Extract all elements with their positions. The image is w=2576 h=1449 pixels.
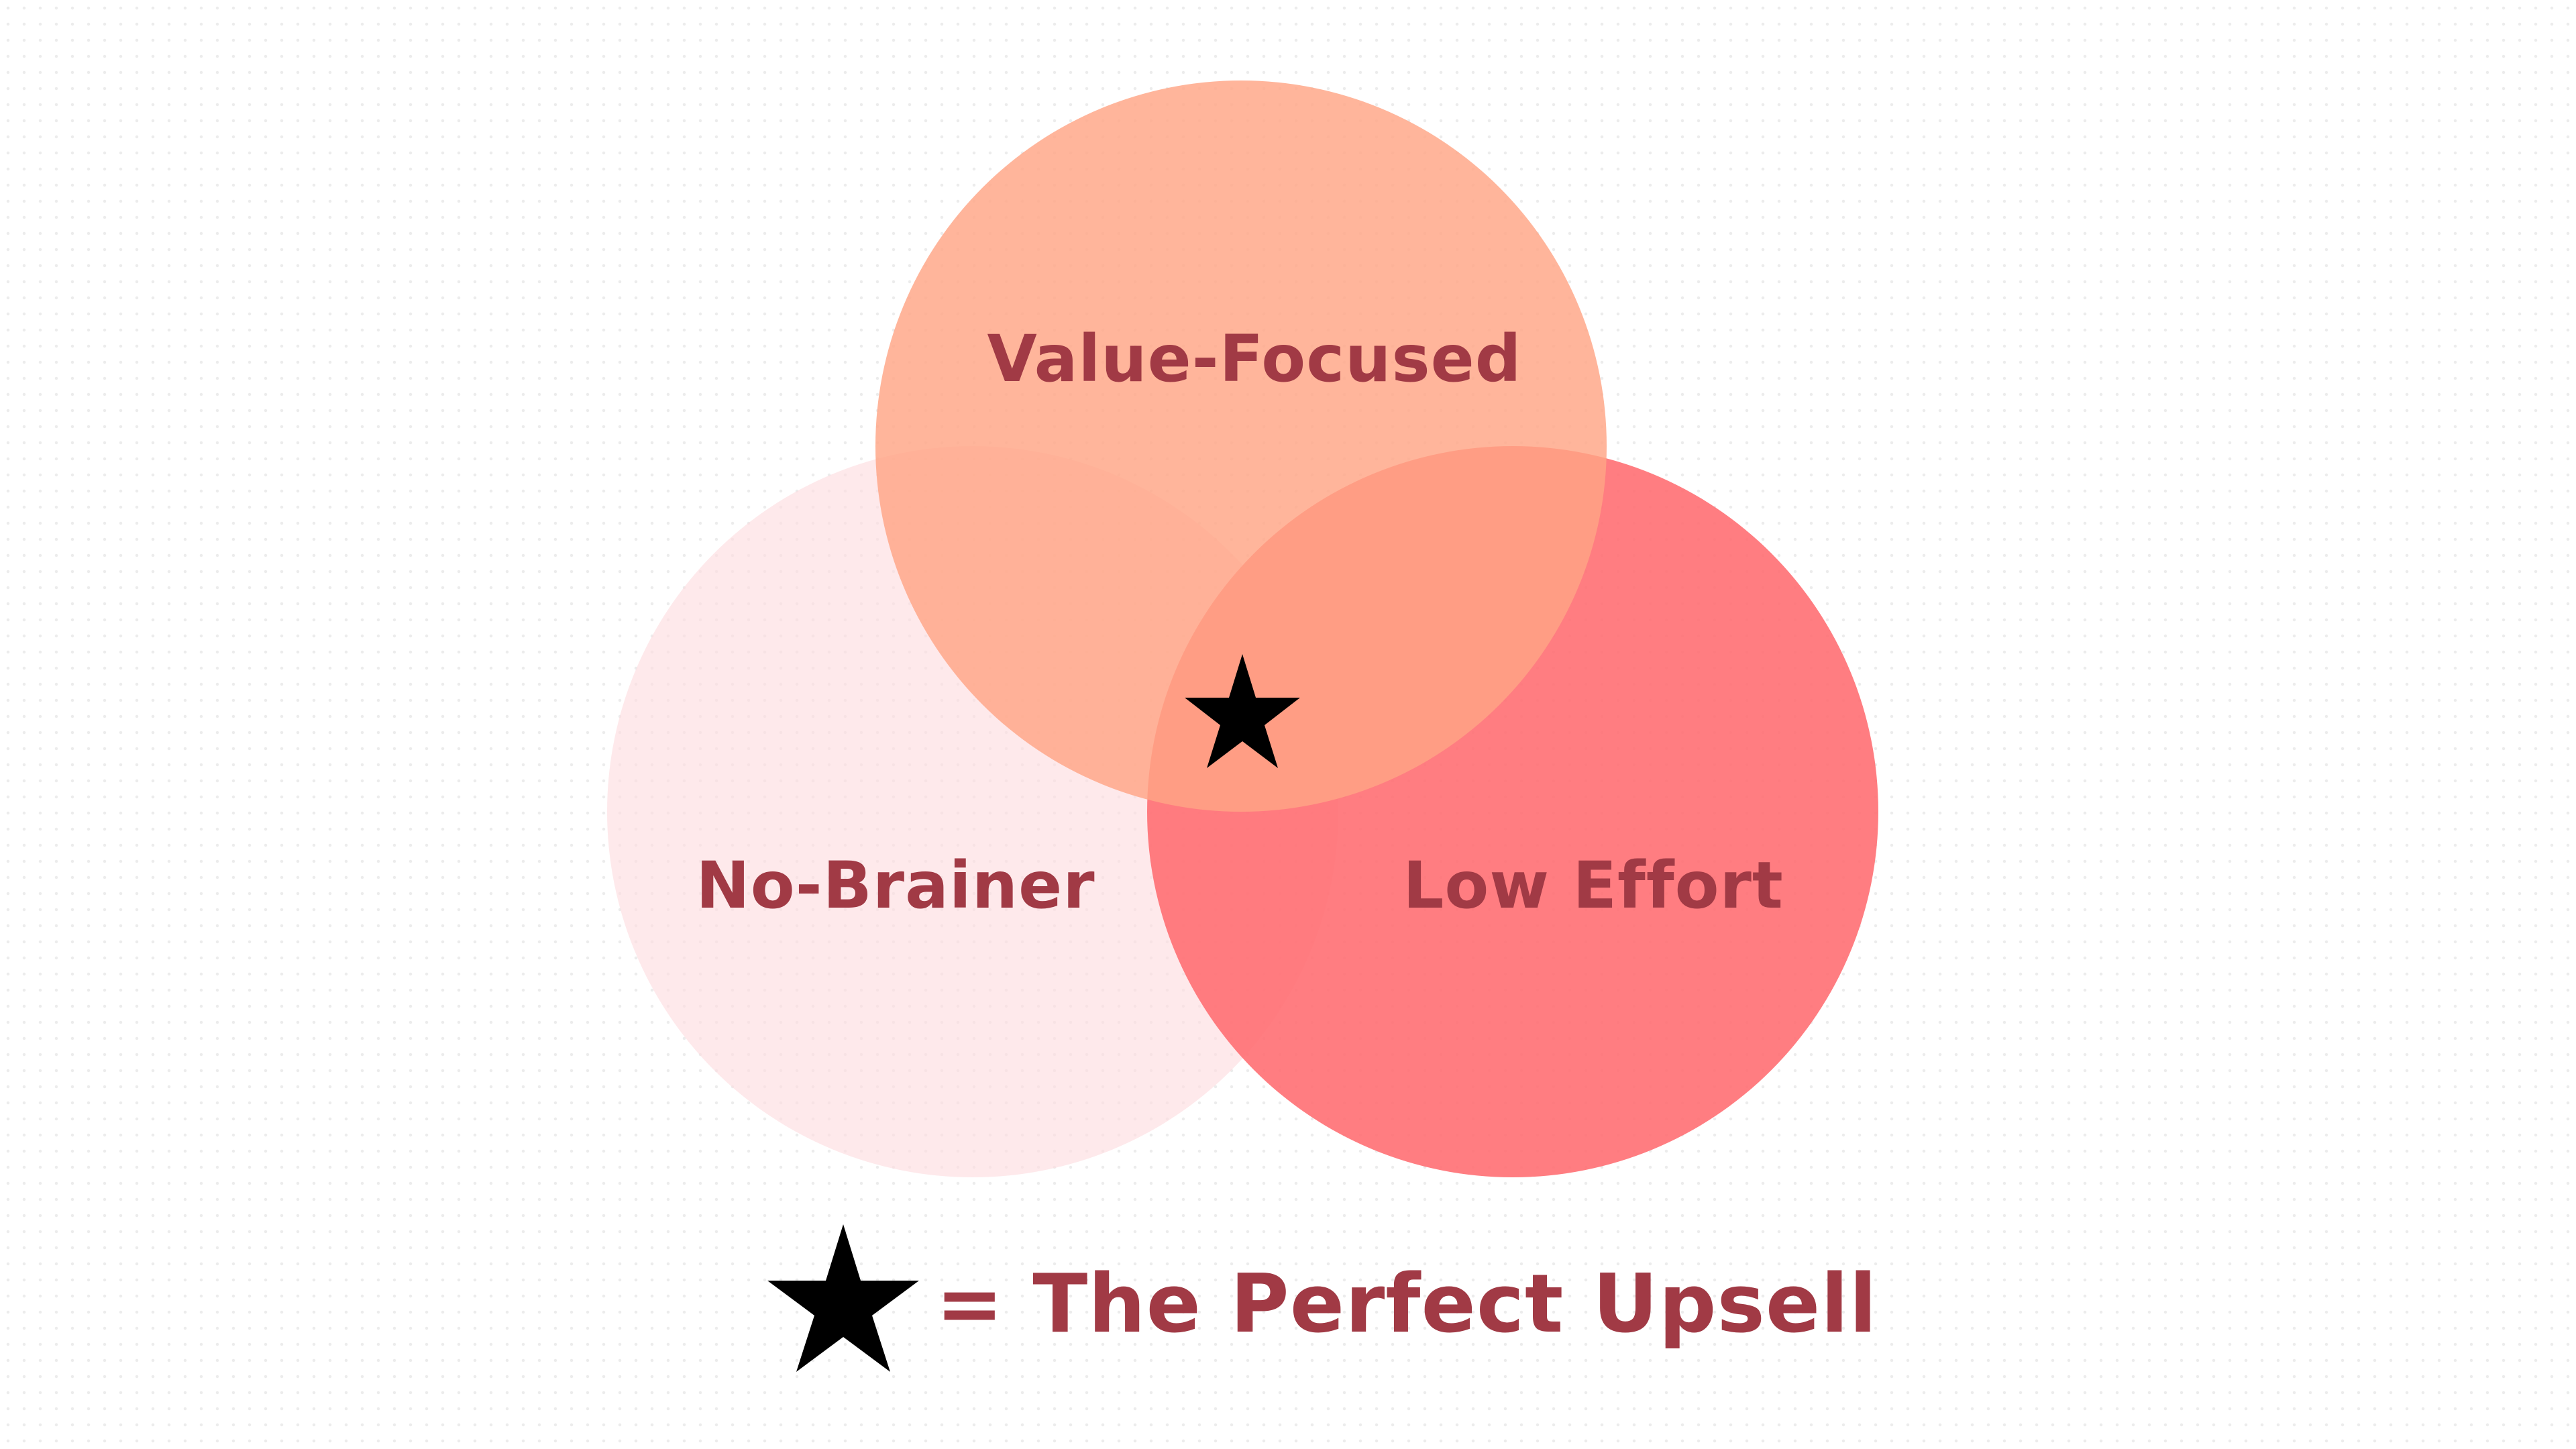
- legend-text: = The Perfect Upsell: [936, 1258, 1878, 1351]
- legend: = The Perfect Upsell: [767, 1224, 1878, 1372]
- venn-label-value-focused: Value-Focused: [987, 321, 1522, 396]
- star-icon: [1185, 654, 1300, 768]
- venn-label-no-brainer: No-Brainer: [696, 848, 1095, 923]
- venn-label-low-effort: Low Effort: [1403, 848, 1784, 923]
- venn-circle-value-focused: [875, 80, 1607, 812]
- legend-star-icon: [767, 1224, 919, 1372]
